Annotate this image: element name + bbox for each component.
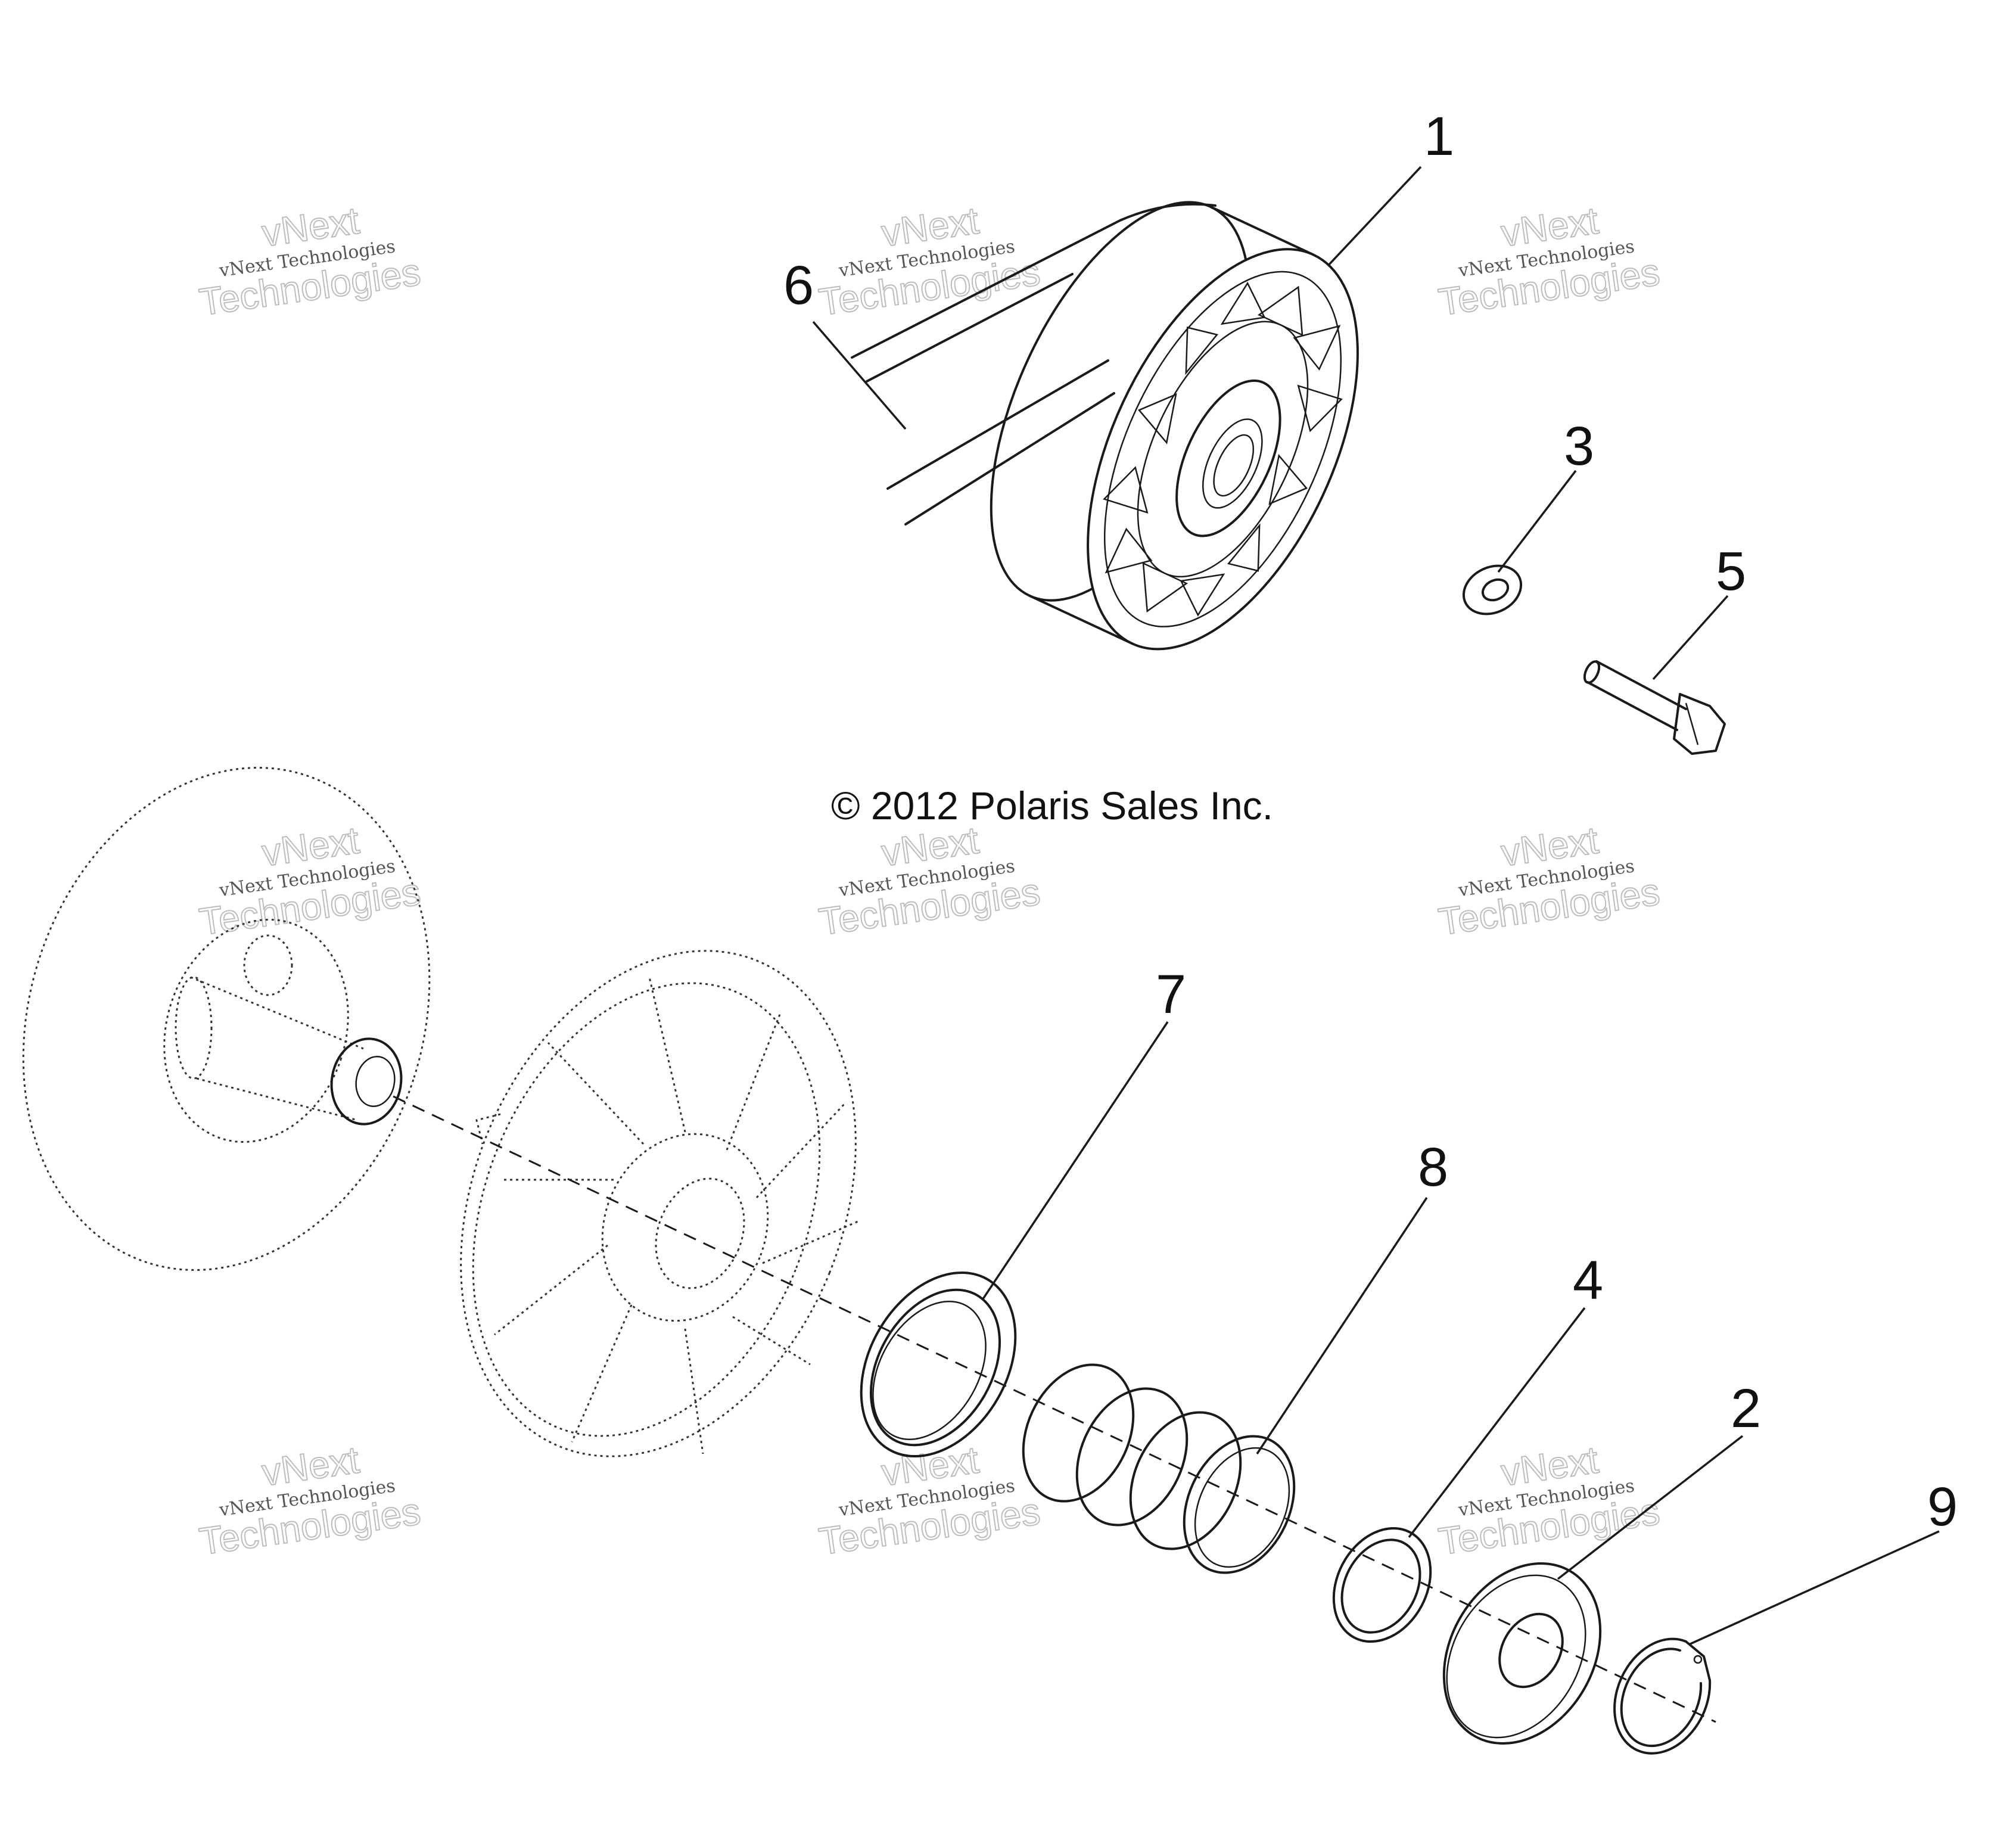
spring-seat-part-2 (1442, 1562, 1602, 1745)
rear-sheave (22, 767, 431, 1271)
spring-part-8 (1022, 1363, 1296, 1574)
callout-8: 8 (1418, 1137, 1448, 1198)
watermark: vNext vNext Technologies Technologies (816, 1437, 1043, 1563)
watermark: vNext vNext Technologies Technologies (196, 198, 424, 324)
watermark: vNext vNext Technologies Technologies (196, 1437, 424, 1563)
callout-4: 4 (1573, 1250, 1603, 1311)
callout-6: 6 (783, 255, 814, 316)
watermark: vNext vNext Technologies Technologies (816, 817, 1043, 944)
callout-2: 2 (1731, 1378, 1761, 1439)
leader-lines (812, 166, 1940, 1646)
watermark: vNext vNext Technologies Technologies (196, 817, 424, 944)
watermark: vNext vNext Technologies Technologies (816, 198, 1043, 324)
moveable-sheave (460, 950, 858, 1457)
clutch-assembly (990, 201, 1359, 651)
clutch-spokes (1103, 281, 1343, 617)
sheave-spokes (494, 977, 858, 1454)
copyright-notice: © 2012 Polaris Sales Inc. (831, 784, 1273, 828)
washer-part-3 (1462, 564, 1523, 615)
callout-9: 9 (1927, 1476, 1958, 1537)
callout-5: 5 (1716, 541, 1746, 602)
watermark: vNext vNext Technologies Technologies (1435, 1437, 1663, 1563)
callout-7: 7 (1156, 964, 1186, 1025)
callout-3: 3 (1564, 416, 1594, 477)
watermark: vNext vNext Technologies Technologies (1435, 817, 1663, 944)
seal-part-7 (860, 1271, 1017, 1458)
callout-1: 1 (1424, 106, 1454, 167)
watermark: vNext vNext Technologies Technologies (1435, 198, 1663, 324)
snap-ring-part-9 (1613, 1637, 1712, 1755)
washer-part-4 (1332, 1527, 1432, 1643)
assembly-centerline (393, 1095, 1716, 1723)
callouts: 1 6 3 5 7 8 4 2 9 (783, 106, 1958, 1537)
bolt-part-5 (1583, 660, 1726, 755)
